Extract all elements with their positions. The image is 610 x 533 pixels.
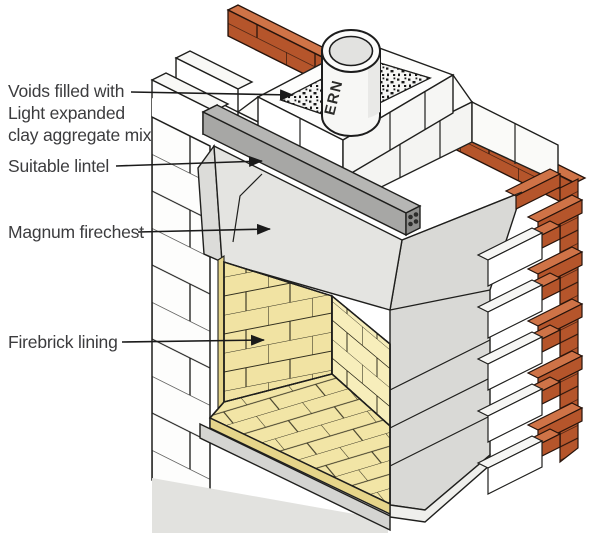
label-voids: Voids filled with Light expanded clay ag… xyxy=(8,80,151,146)
flue-pipe: ERN xyxy=(321,29,381,137)
label-firebrick: Firebrick lining xyxy=(8,332,118,352)
firebrick-floor xyxy=(208,373,391,506)
firechest-front xyxy=(213,144,403,311)
leader-voids xyxy=(130,89,294,101)
label-voids-line2: Light expanded xyxy=(8,103,125,123)
label-lintel: Suitable lintel xyxy=(8,156,110,176)
firebox-interior xyxy=(208,254,391,516)
brick-toothing xyxy=(477,168,583,495)
leader-lines xyxy=(115,89,294,346)
firebrick-edge-strip xyxy=(217,254,225,412)
firebrick-back-wall xyxy=(223,261,333,405)
lintel-beam xyxy=(201,103,422,237)
lintel-holes xyxy=(408,212,419,227)
magnum-firechest xyxy=(197,144,523,311)
leader-firechest xyxy=(137,223,271,235)
leader-lintel xyxy=(115,155,263,167)
left-wall xyxy=(151,115,211,512)
label-voids-line1: Voids filled with xyxy=(8,81,125,101)
floor-front-edge xyxy=(209,416,391,516)
label-voids-line3: clay aggregate mix xyxy=(8,125,152,145)
hearth-base xyxy=(152,422,391,533)
label-firechest: Magnum firechest xyxy=(8,222,144,242)
leader-firebrick xyxy=(121,334,265,346)
